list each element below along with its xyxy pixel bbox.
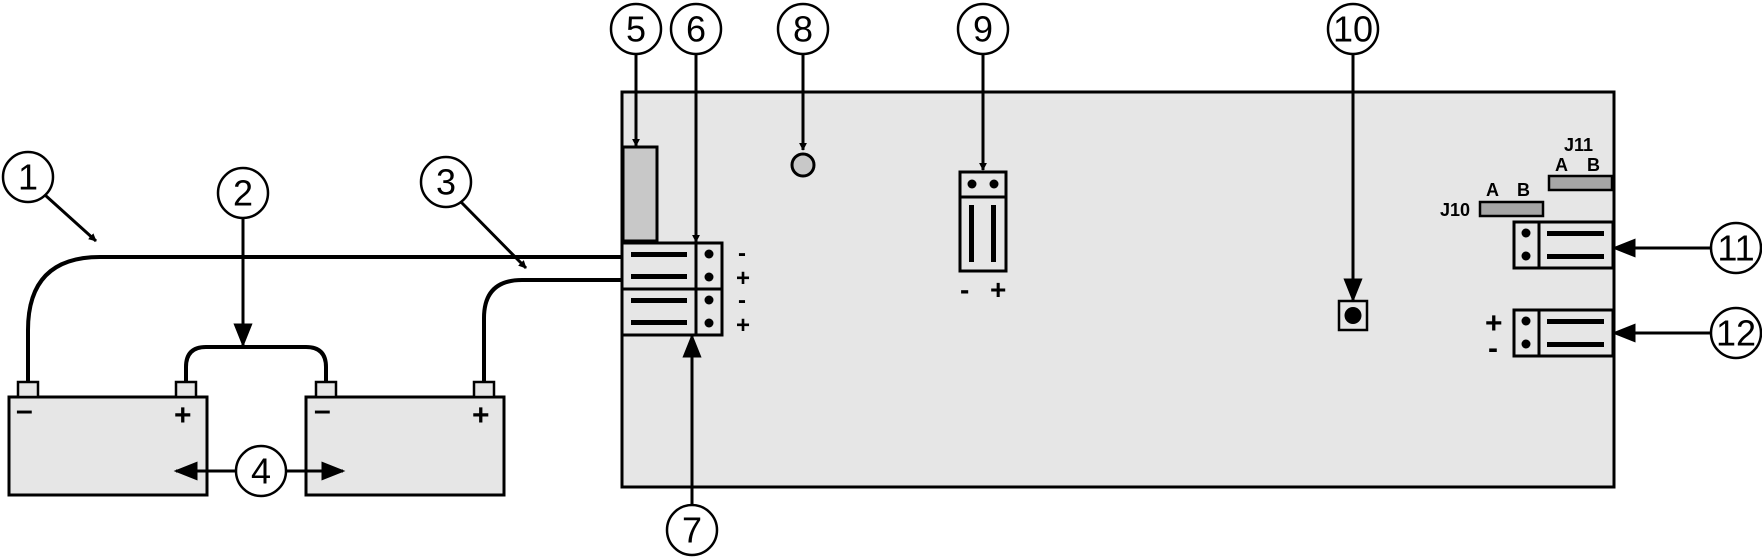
battery-connector-pin	[704, 272, 714, 282]
jumper-j10: J10 A B	[1440, 180, 1545, 220]
jumper-j10-a: A	[1486, 180, 1499, 200]
battery-right-plus-label: +	[472, 399, 490, 432]
svg-text:9: 9	[973, 9, 993, 50]
jumper-j10-b: B	[1517, 180, 1530, 200]
callout-11: 11	[1709, 221, 1762, 275]
jumper-j11-a: A	[1555, 155, 1568, 175]
battery-left: – +	[7, 380, 209, 497]
jumper-j11-name: J11	[1564, 135, 1593, 155]
push-button-cap	[1344, 307, 1362, 324]
callout-4: 4	[234, 444, 288, 498]
connector-12-bar	[1547, 342, 1604, 347]
jumper-j10-bar	[1478, 200, 1545, 218]
battery-left-terminal-plus	[174, 380, 198, 399]
svg-text:11: 11	[1717, 228, 1754, 269]
svg-text:6: 6	[686, 9, 706, 50]
control-board	[620, 90, 1616, 489]
wire-battery-minus	[26, 255, 622, 382]
svg-text:7: 7	[682, 510, 702, 551]
wire-battery-link	[184, 345, 328, 382]
connector-9-bar	[991, 205, 996, 262]
connector-11-bar	[1547, 231, 1604, 236]
callout-7: 7	[665, 503, 719, 557]
battery-connector-label: +	[736, 265, 750, 292]
connector-11-bar	[1547, 254, 1604, 259]
svg-text:5: 5	[626, 9, 646, 50]
callout-6: 6	[669, 2, 723, 56]
svg-text:3: 3	[436, 162, 456, 203]
connector-9-body	[958, 170, 1008, 273]
battery-right: – +	[304, 380, 506, 497]
jumper-j11-b: B	[1587, 155, 1600, 175]
battery-connector-label: -	[738, 287, 746, 314]
svg-text:10: 10	[1333, 9, 1373, 50]
callout-3: 3	[419, 155, 473, 209]
connector-12-plus-label: +	[1485, 307, 1503, 340]
battery-right-minus-label: –	[314, 394, 331, 427]
leader-3	[459, 200, 528, 270]
callout-5: 5	[609, 2, 663, 56]
jumper-j10-name: J10	[1440, 200, 1470, 220]
battery-left-plus-label: +	[174, 399, 192, 432]
battery-connector-pin	[704, 249, 714, 259]
battery-connector-pin	[704, 318, 714, 328]
connector-9-minus-label: -	[960, 274, 969, 305]
connector-12-pin	[1521, 339, 1531, 349]
battery-connector-bar	[631, 320, 687, 325]
connector-9-pin	[989, 179, 999, 189]
connector-11-body	[1512, 220, 1615, 270]
battery-connector-label: +	[736, 312, 750, 339]
callout-9: 9	[956, 2, 1010, 56]
battery-right-terminal-plus	[472, 380, 496, 399]
battery-connector-pin	[704, 295, 714, 305]
callout-12: 12	[1709, 306, 1762, 360]
callout-2: 2	[216, 166, 270, 220]
component-5	[621, 145, 659, 243]
battery-connector-bar	[631, 298, 687, 303]
connector-11-pin	[1521, 228, 1531, 238]
connector-9-bar	[969, 205, 974, 262]
battery-connector-label: -	[738, 240, 746, 267]
callout-8: 8	[776, 2, 830, 56]
led-indicator	[790, 152, 816, 178]
battery-left-minus-label: –	[16, 394, 33, 427]
battery-connector: - + - +	[620, 240, 750, 339]
battery-connector-bar	[631, 252, 687, 257]
connector-9-plus-label: +	[990, 274, 1006, 305]
jumper-j11-bar	[1547, 174, 1614, 192]
svg-text:4: 4	[251, 451, 271, 492]
connector-12-body	[1512, 308, 1615, 358]
svg-text:8: 8	[793, 9, 813, 50]
callout-1: 1	[1, 150, 55, 204]
connector-12-pin	[1521, 316, 1531, 326]
wire-battery-plus	[482, 278, 622, 382]
connector-9-pin	[967, 179, 977, 189]
connector-11	[1512, 220, 1615, 270]
svg-text:1: 1	[18, 157, 38, 198]
connector-12-bar	[1547, 319, 1604, 324]
connector-12-minus-label: -	[1488, 332, 1498, 365]
leader-1	[43, 193, 98, 243]
callout-10: 10	[1326, 2, 1380, 56]
connector-9: - +	[958, 170, 1008, 305]
battery-connector-bar	[631, 274, 687, 279]
connector-11-pin	[1521, 251, 1531, 261]
svg-text:12: 12	[1716, 313, 1756, 354]
svg-text:2: 2	[233, 173, 253, 214]
jumper-j11: J11 A B	[1547, 135, 1614, 192]
